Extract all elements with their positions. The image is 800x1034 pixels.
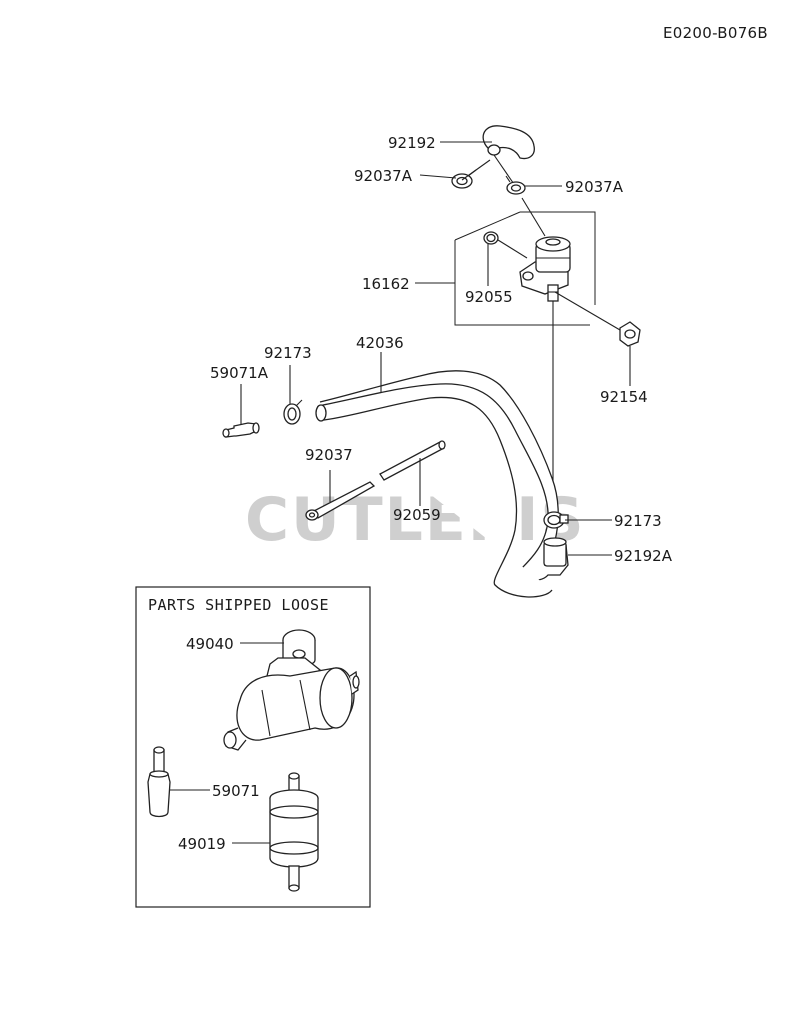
loose-parts-title: PARTS SHIPPED LOOSE (148, 596, 329, 614)
label-59071A: 59071A (210, 364, 269, 382)
o-ring-92055[interactable] (483, 231, 499, 245)
watermark: CUTLERIS (245, 485, 586, 555)
hose-42036[interactable] (315, 370, 569, 598)
clamp-92037A-right[interactable] (505, 175, 526, 195)
label-92055: 92055 (465, 288, 513, 306)
bolt-92154[interactable] (619, 321, 641, 347)
label-92192: 92192 (388, 134, 436, 152)
clamp-92173-right[interactable] (543, 511, 569, 529)
label-92037: 92037 (305, 446, 353, 464)
label-92037A-right: 92037A (565, 178, 624, 196)
nipple-59071A[interactable] (222, 422, 260, 438)
label-92173-top: 92173 (264, 344, 312, 362)
label-42036: 42036 (356, 334, 404, 352)
diagram-code: E0200-B076B (663, 24, 768, 42)
pressure-regulator-16162[interactable] (519, 236, 571, 302)
tube-92059[interactable] (379, 440, 446, 481)
clamp-92037A-left[interactable] (451, 169, 477, 189)
fuel-pump-49040[interactable] (223, 629, 360, 751)
label-92173-right: 92173 (614, 512, 662, 530)
label-59071: 59071 (212, 782, 260, 800)
label-92037A-left: 92037A (354, 167, 413, 185)
fuel-filter-49019[interactable] (269, 772, 319, 892)
label-92192A: 92192A (614, 547, 673, 565)
clamp-92173-top[interactable] (283, 399, 303, 425)
cable-tie-92037[interactable] (305, 481, 376, 521)
label-92154: 92154 (600, 388, 648, 406)
label-49019: 49019 (178, 835, 226, 853)
label-92059: 92059 (393, 506, 441, 524)
hose-92192[interactable] (482, 125, 535, 191)
nipple-59071[interactable] (147, 746, 171, 818)
label-49040: 49040 (186, 635, 234, 653)
loose-parts-box: PARTS SHIPPED LOOSE 49040 59071 (135, 586, 371, 908)
label-16162: 16162 (362, 275, 410, 293)
